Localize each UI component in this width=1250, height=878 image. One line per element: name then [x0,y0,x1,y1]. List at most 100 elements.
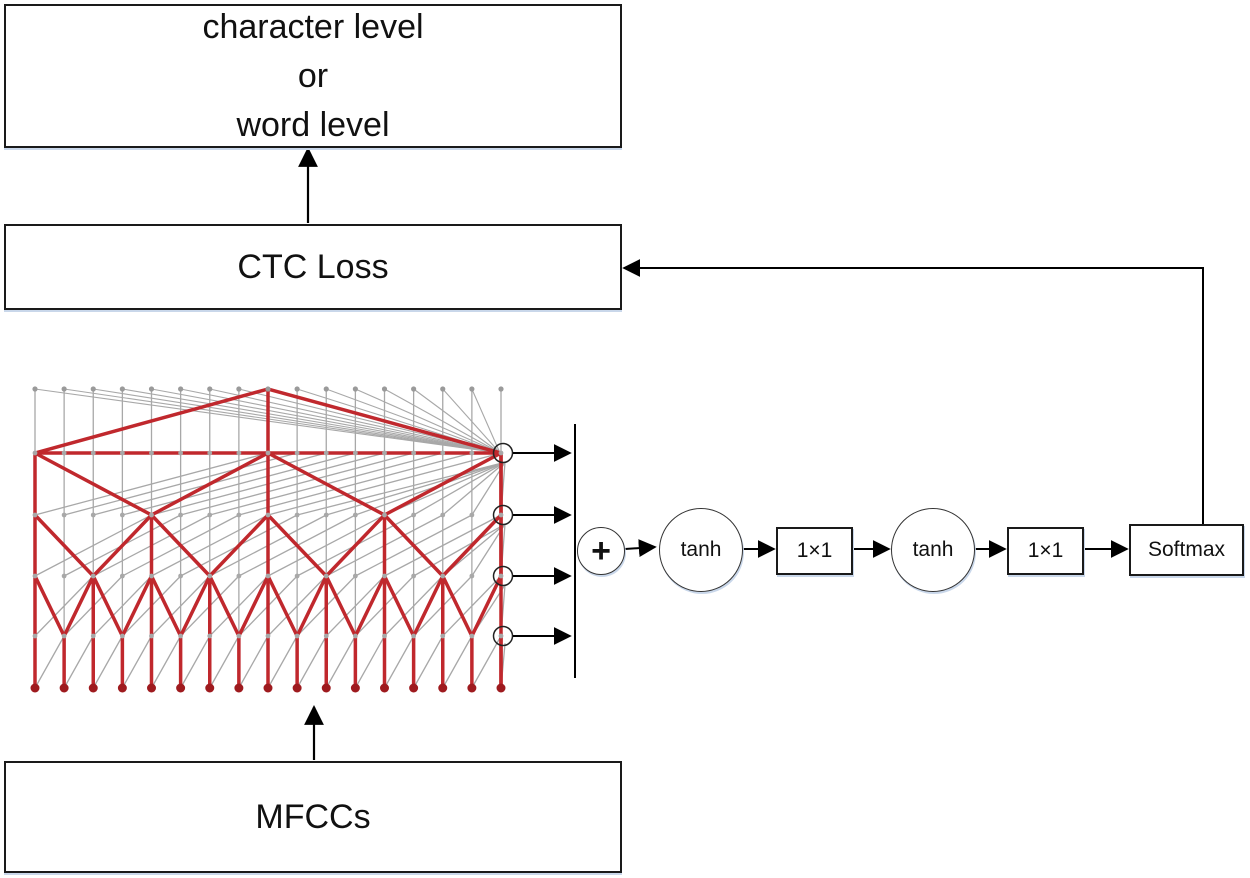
background-edge [354,635,386,689]
hidden-node [178,573,184,579]
background-edge [383,635,415,689]
hidden-node [469,573,475,579]
highlight-edge [266,451,387,517]
hidden-node [294,450,300,456]
background-edge [354,388,501,454]
background-edge [354,461,506,516]
highlight-edge [208,574,241,638]
output-line-2: or [297,56,329,95]
background-edge [34,635,65,689]
background-edge [296,635,327,689]
input-node [147,683,156,693]
flow-arrows [298,147,1204,760]
hidden-node [61,512,67,518]
hidden-node [32,512,38,518]
output-line-1: character level [202,7,424,46]
highlight-edge [208,513,270,578]
highlight-edge [237,574,270,638]
background-edge [267,635,298,689]
highlight-edge [149,574,183,638]
hidden-node [352,450,358,456]
hidden-node [440,573,446,579]
dilated-conv-nodes [30,386,514,693]
hidden-node [149,633,154,639]
hidden-node [178,512,184,518]
highlight-edge [382,451,503,517]
hidden-node [61,573,67,579]
hidden-node [236,573,242,579]
hidden-node [265,573,271,579]
output-line-3: word level [236,105,390,144]
input-node [205,683,215,693]
input-node [176,683,186,693]
hidden-node [352,633,358,639]
input-node [380,683,389,693]
input-node [438,683,448,693]
hidden-node [294,512,300,518]
background-edge [92,635,124,689]
input-node [30,683,40,693]
background-edge [442,461,506,516]
highlight-edge [266,574,299,638]
hidden-node [149,573,154,579]
input-node [292,683,302,693]
highlight-edge [441,513,503,578]
top-node [469,386,475,392]
highlight-edge [266,387,503,455]
hidden-node [498,512,504,518]
ctc-loss-box: CTC Loss [4,224,622,310]
output-target-box: character level or word level [4,4,622,148]
input-node [496,683,506,693]
hidden-node [90,512,96,518]
mfcc-label: MFCCs [255,797,371,836]
hidden-node [411,512,417,518]
hidden-node [236,633,242,639]
top-node [119,386,125,392]
tanh-label-1: tanh [680,538,722,561]
top-node [323,386,329,392]
ctc-loss-label: CTC Loss [237,247,389,286]
hidden-node [265,633,271,639]
top-node [178,386,184,392]
hidden-node [382,633,387,639]
highlight-edge [441,574,474,638]
background-edge [471,388,501,454]
input-node [409,683,419,693]
sum-symbol: + [591,531,611,570]
background-edge [121,388,501,454]
hidden-node [411,450,417,456]
hidden-node [382,450,387,456]
hidden-node [498,450,504,456]
mfcc-input-box: MFCCs [4,761,622,873]
conv-1x1-box-1: 1×1 [776,527,853,575]
hidden-node [207,573,213,579]
highlight-edge [266,513,328,578]
background-edge [413,388,501,454]
hidden-node [149,512,154,518]
hidden-node [236,512,242,518]
highlight-edge [91,574,125,638]
softmax-box: Softmax [1129,524,1244,576]
skip-output-ring [492,565,514,587]
conv-label-1: 1×1 [796,539,833,562]
hidden-node [498,633,504,639]
highlight-edge [382,513,445,578]
background-edge [63,388,501,454]
background-edge [150,635,182,689]
conv-label-2: 1×1 [1027,539,1064,562]
tanh-label-2: tanh [912,538,954,561]
hidden-node [352,573,358,579]
top-node [236,386,242,392]
hidden-node [149,450,154,456]
background-edge [325,461,506,516]
hidden-node [207,633,213,639]
highlight-edge [470,574,503,638]
highlight-edge [295,574,328,638]
highlight-edge [120,574,154,638]
hidden-node [178,633,184,639]
hidden-node [294,633,300,639]
hidden-node [119,573,125,579]
background-edge [471,635,502,689]
hidden-node [382,512,387,518]
highlight-edge [149,513,212,578]
